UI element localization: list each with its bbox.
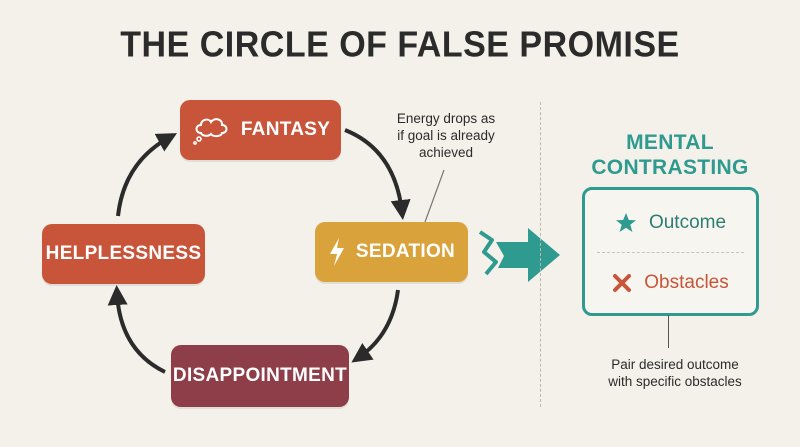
zigzag-arrow-icon: [478, 228, 560, 282]
fantasy-node: FANTASY: [180, 100, 341, 160]
arrow-disappointment-to-helplessness: [107, 285, 166, 374]
obstacles-row: Obstacles: [585, 268, 756, 298]
disappointment-label: DISAPPOINTMENT: [172, 365, 348, 386]
thought-cloud-icon: [191, 115, 231, 145]
mc-title-line: CONTRASTING: [591, 156, 749, 179]
box-separator: [597, 252, 744, 253]
page-title: THE CIRCLE OF FALSE PROMISE: [120, 25, 680, 65]
note-line: Pair desired outcome: [611, 357, 739, 372]
fantasy-label: FANTASY: [240, 119, 331, 140]
lightning-icon: [328, 237, 346, 267]
arrow-sedation-to-disappointment: [351, 289, 400, 363]
sedation-node: SEDATION: [315, 222, 468, 282]
arrow-helplessness-to-fantasy: [116, 133, 178, 217]
annotation-pointer: [424, 169, 445, 223]
helplessness-node: HELPLESSNESS: [42, 224, 205, 284]
annotation-line: if goal is already: [397, 128, 495, 143]
outcome-row: Outcome: [585, 208, 756, 238]
annotation-line: Energy drops as: [396, 111, 496, 126]
arrow-fantasy-to-sedation: [344, 128, 411, 220]
mental-contrasting-box: Outcome Obstacles: [582, 187, 759, 316]
outcome-label: Outcome: [648, 212, 727, 233]
pair-note: Pair desired outcome with specific obsta…: [575, 356, 775, 390]
disappointment-node: DISAPPOINTMENT: [171, 345, 349, 407]
sedation-annotation: Energy drops as if goal is already achie…: [390, 110, 502, 161]
sedation-label: SEDATION: [355, 241, 456, 262]
annotation-line: achieved: [418, 145, 474, 160]
star-icon: [615, 212, 637, 234]
helplessness-label: HELPLESSNESS: [45, 243, 202, 264]
obstacles-label: Obstacles: [644, 272, 729, 293]
note-pointer: [668, 315, 669, 348]
x-icon: [612, 273, 632, 293]
note-line: with specific obstacles: [608, 374, 742, 389]
section-divider: [540, 102, 541, 407]
mc-title-line: MENTAL: [626, 131, 714, 154]
mental-contrasting-title: MENTAL CONTRASTING: [565, 130, 775, 180]
